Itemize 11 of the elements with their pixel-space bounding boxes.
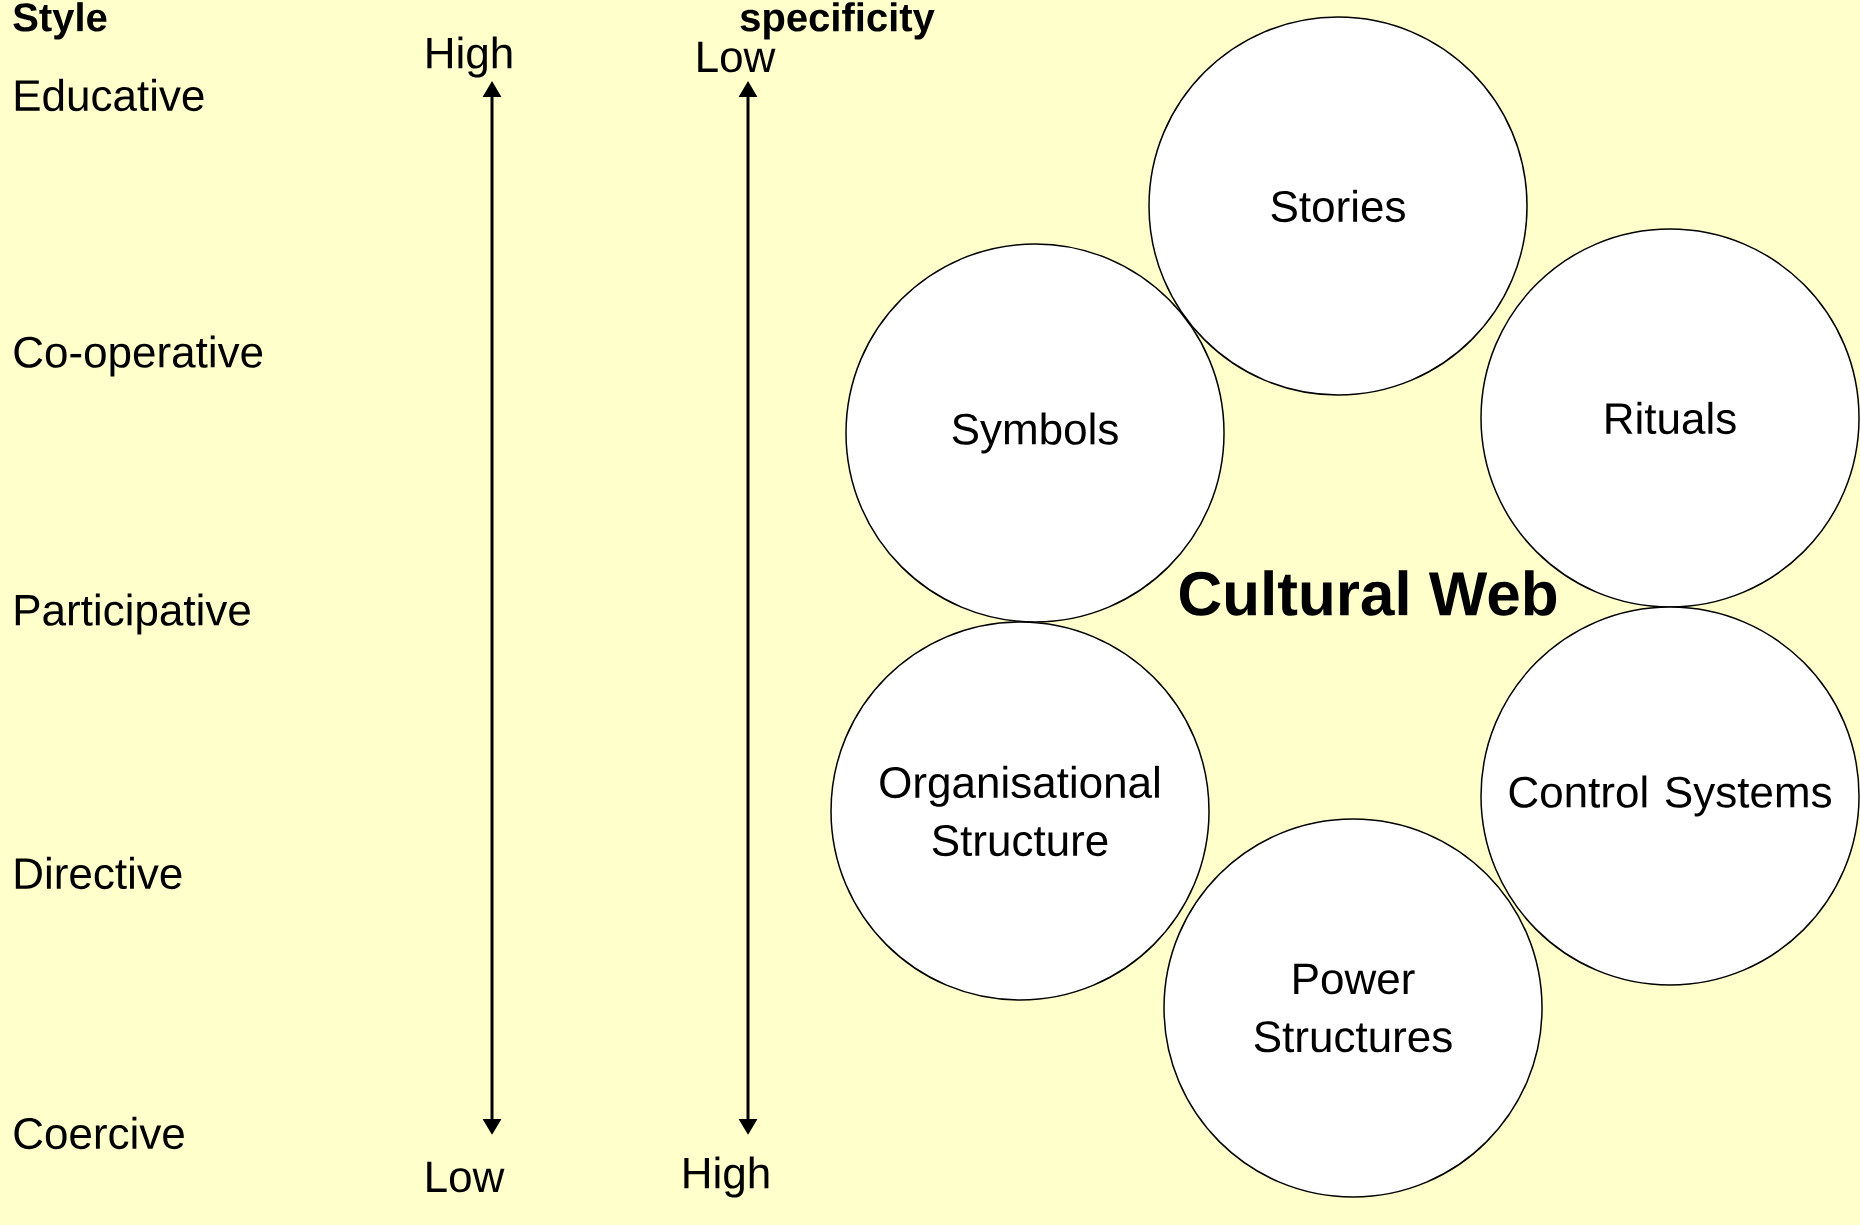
style-label: Coercive	[14, 1116, 184, 1150]
scale-label: Low	[427, 1161, 505, 1193]
scale-label: High	[684, 1156, 769, 1198]
style-label: Co-operative	[14, 335, 263, 377]
scale-label: High	[427, 36, 512, 78]
style-label: Directive	[15, 856, 182, 890]
heading: specificity	[740, 2, 935, 40]
scale-label: Low	[698, 41, 776, 73]
heading: Style	[13, 2, 107, 40]
style-label: Participative	[15, 593, 250, 635]
style-label: Educative	[15, 78, 204, 112]
